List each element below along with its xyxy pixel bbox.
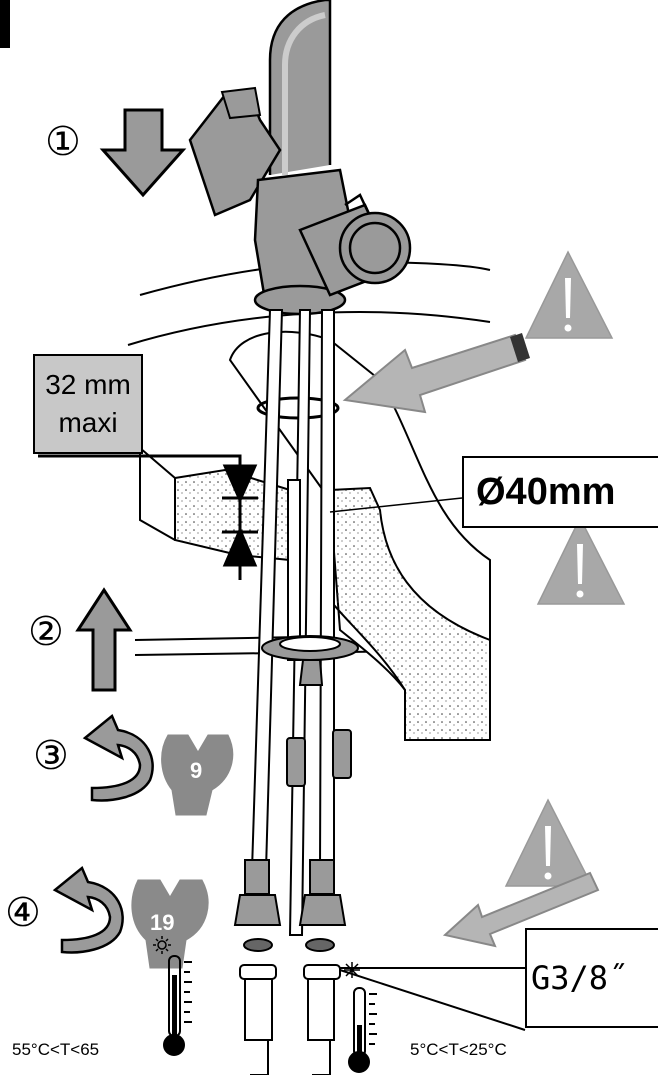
wrench-size-large: 19	[150, 910, 175, 935]
hot-thermometer-icon	[163, 955, 192, 1056]
step-2-label: ②	[28, 609, 64, 655]
supply-connectors	[239, 964, 341, 1075]
cartridge-knob	[298, 193, 412, 297]
snowflake-icon	[344, 962, 360, 978]
up-arrow-icon	[75, 587, 133, 692]
support-slab-right	[329, 486, 491, 741]
rotate-arrow-icon	[52, 865, 124, 954]
hex-nuts	[286, 729, 352, 787]
sun-icon	[153, 936, 171, 954]
step-4-label: ④	[5, 890, 41, 936]
callout-arrow-lower	[442, 871, 600, 948]
diameter-leader-line	[329, 497, 463, 513]
warning-triangle-icon	[504, 798, 594, 887]
hole-diameter-label: Ø40mm	[476, 470, 616, 513]
wrench-size-small: 9	[190, 758, 203, 783]
step-3-label: ③	[33, 733, 69, 779]
fixing-plate	[261, 635, 359, 686]
dimension-markers	[38, 454, 258, 580]
hot-temp-range: 55°C<T<65	[12, 1040, 100, 1059]
step-1-label: ①	[45, 119, 81, 165]
wrench-icon	[131, 879, 209, 969]
thread-size-label: G3/8˝	[531, 959, 628, 997]
thread-leader-line	[339, 967, 526, 1031]
max-thickness-value: 32 mm	[45, 369, 131, 400]
cold-temp-range: 5°C<T<25°C	[410, 1040, 507, 1059]
rotate-arrow-icon	[82, 713, 154, 802]
cold-thermometer-icon	[348, 987, 377, 1073]
max-thickness-box: 32 mm maxi	[33, 354, 143, 454]
callout-arrow-upper	[342, 333, 530, 414]
hole-diameter-box: Ø40mm	[462, 456, 658, 528]
thread-size-box: G3/8˝	[525, 928, 658, 1028]
warning-triangle-icon	[536, 516, 626, 605]
hose-fittings	[233, 859, 347, 926]
wrench-icon	[161, 734, 234, 816]
down-arrow-icon	[99, 108, 187, 198]
max-thickness-suffix: maxi	[58, 407, 118, 438]
washers	[243, 938, 335, 952]
warning-triangle-icon	[524, 250, 614, 339]
slab-top-edge	[139, 447, 176, 541]
corner-tab	[0, 0, 10, 48]
lever-tip	[220, 86, 262, 120]
faucet-spout-inner	[282, 12, 326, 175]
